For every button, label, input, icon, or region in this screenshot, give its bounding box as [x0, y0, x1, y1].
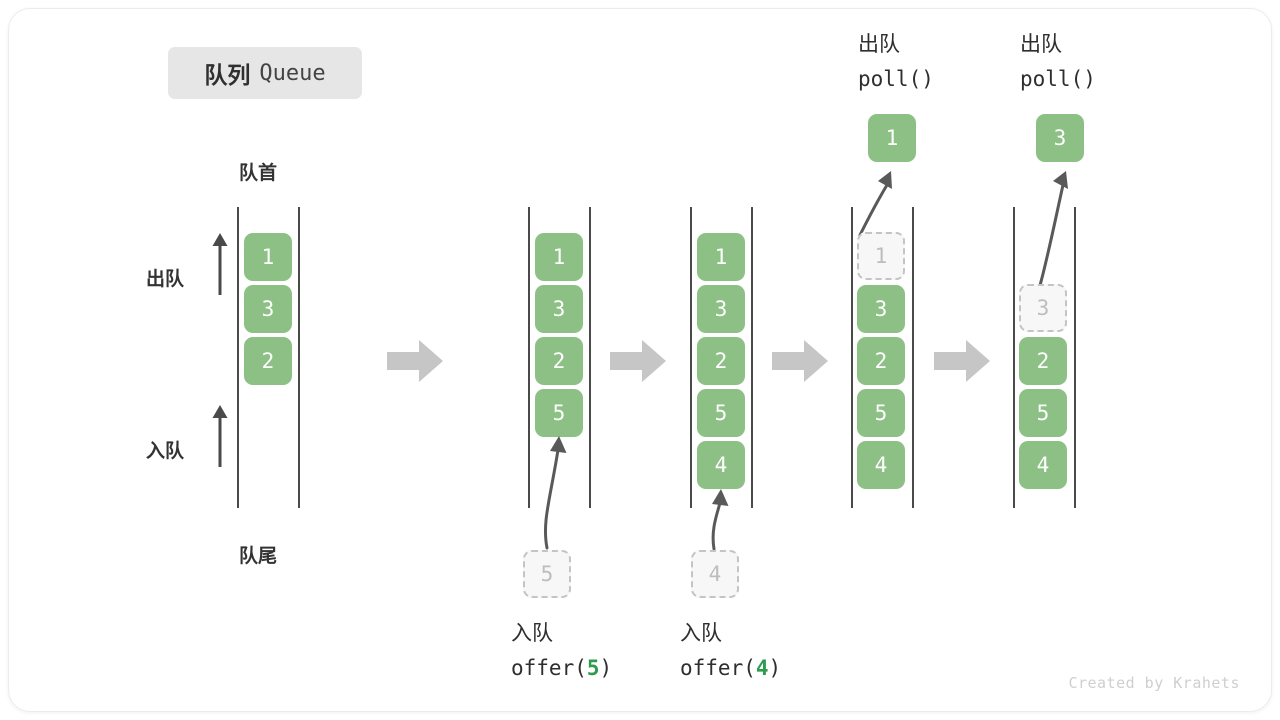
operation-caption-code: offer(5) [511, 656, 613, 680]
queue-rail-right [589, 207, 591, 508]
enqueue-motion-arrow-icon [520, 430, 580, 550]
dequeued-output-element: 3 [1036, 114, 1084, 162]
queue-incoming-ghost-element: 4 [691, 550, 739, 598]
queue-rail-left [851, 207, 853, 508]
operation-caption-poll-1: 出队 poll() [858, 28, 934, 96]
flow-arrow-icon [934, 338, 990, 384]
queue-rail-left [690, 207, 692, 508]
dequeue-direction-arrow-icon [209, 233, 231, 295]
queue-element: 5 [857, 389, 905, 437]
queue-incoming-ghost-element: 5 [523, 550, 571, 598]
queue-element: 5 [1019, 389, 1067, 437]
queue-rail-right [912, 207, 914, 508]
queue-element: 4 [1019, 441, 1067, 489]
dequeue-motion-arrow-icon [1015, 165, 1095, 291]
operation-caption-cn: 入队 [511, 622, 553, 645]
queue-rail-left [1013, 207, 1015, 508]
queue-rail-left [528, 207, 530, 508]
enqueue-direction-arrow-icon [209, 405, 231, 467]
queue-element: 1 [535, 233, 583, 281]
dequeued-output-element: 1 [868, 114, 916, 162]
queue-rail-right [298, 207, 300, 508]
queue-rail-right [751, 207, 753, 508]
flow-arrow-icon [610, 338, 666, 384]
queue-element: 3 [535, 285, 583, 333]
queue-element: 2 [244, 337, 292, 385]
operation-caption-code: poll() [858, 67, 934, 91]
queue-element: 1 [697, 233, 745, 281]
label-dequeue-direction: 出队 [146, 269, 185, 290]
queue-element: 1 [244, 233, 292, 281]
label-enqueue-direction: 入队 [146, 441, 185, 462]
operation-caption-code: poll() [1020, 67, 1096, 91]
queue-element: 2 [535, 337, 583, 385]
operation-caption-code: offer(4) [680, 656, 782, 680]
watermark-credit: Created by Krahets [1068, 674, 1240, 692]
queue-element: 5 [697, 389, 745, 437]
label-queue-rear: 队尾 [239, 546, 278, 567]
title-cn: 队列 [204, 62, 251, 88]
queue-element: 3 [857, 285, 905, 333]
queue-rail-left [237, 207, 239, 508]
dequeue-motion-arrow-icon [845, 165, 915, 237]
operation-caption-cn: 出队 [1020, 33, 1062, 56]
queue-element-new: 4 [697, 441, 745, 489]
queue-element: 4 [857, 441, 905, 489]
diagram-title-chip: 队列 Queue [168, 47, 362, 99]
enqueue-motion-arrow-icon [690, 483, 750, 551]
title-en: Queue [259, 60, 326, 86]
flow-arrow-icon [387, 338, 443, 384]
queue-element: 2 [697, 337, 745, 385]
queue-outgoing-ghost-element: 1 [857, 232, 905, 280]
label-queue-front: 队首 [239, 163, 278, 184]
operation-caption-offer-4: 入队 offer(4) [680, 617, 781, 685]
operation-caption-poll-3: 出队 poll() [1020, 28, 1096, 96]
operation-caption-cn: 出队 [858, 33, 900, 56]
flow-arrow-icon [772, 338, 828, 384]
queue-element: 2 [1019, 337, 1067, 385]
queue-element-new: 5 [535, 389, 583, 437]
queue-element: 3 [244, 285, 292, 333]
operation-caption-cn: 入队 [680, 622, 722, 645]
queue-rail-right [1074, 207, 1076, 508]
queue-element: 3 [697, 285, 745, 333]
queue-element: 2 [857, 337, 905, 385]
queue-outgoing-ghost-element: 3 [1019, 284, 1067, 332]
operation-caption-offer-5: 入队 offer(5) [511, 617, 612, 685]
